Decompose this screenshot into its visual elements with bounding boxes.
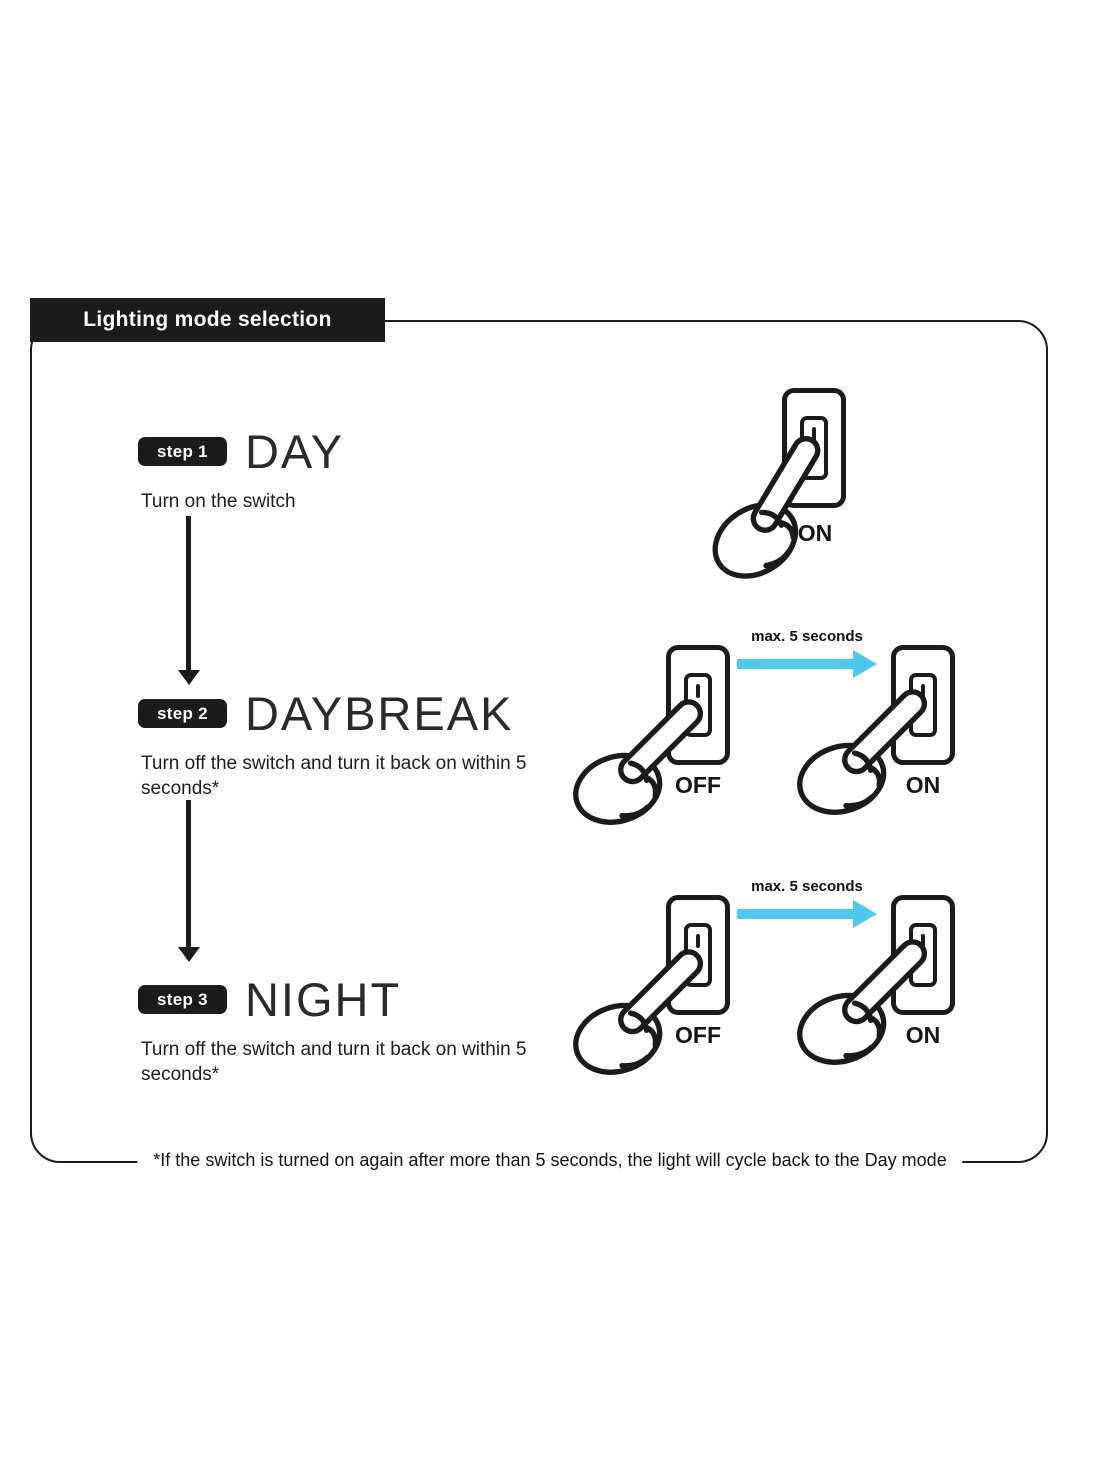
rocker-mark	[921, 934, 925, 948]
step-3-description: Turn off the switch and turn it back on …	[141, 1039, 527, 1086]
max-seconds-label: max. 5 seconds	[751, 628, 863, 645]
step-2-description: Turn off the switch and turn it back on …	[141, 753, 527, 800]
pointing-hand-icon	[562, 686, 712, 836]
section-title: Lighting mode selection	[30, 298, 385, 342]
off-label: OFF	[675, 772, 721, 798]
step-1-description: Turn on the switch	[141, 491, 296, 512]
step-3-title: NIGHT	[244, 973, 402, 1026]
rocker-mark	[696, 684, 700, 698]
step-1-badge: step 1	[138, 437, 227, 466]
rocker-mark	[812, 427, 816, 441]
step-3: step 3 NIGHT Turn off the switch and tur…	[138, 976, 531, 1087]
step-3-header: step 3 NIGHT	[138, 976, 531, 1023]
arrow-down-icon	[186, 800, 191, 948]
step-1-header: step 1 DAY	[138, 428, 531, 475]
pointing-hand-icon	[786, 676, 936, 826]
footnote: *If the switch is turned on again after …	[137, 1150, 963, 1171]
step-2-badge: step 2	[138, 699, 227, 728]
off-label: OFF	[675, 1022, 721, 1048]
step-2: step 2 DAYBREAK Turn off the switch and …	[138, 690, 531, 801]
on-label: ON	[905, 1022, 941, 1048]
step-3-badge: step 3	[138, 985, 227, 1014]
rocker-mark	[921, 684, 925, 698]
step-1: step 1 DAY Turn on the switch	[138, 428, 531, 514]
max-seconds-label: max. 5 seconds	[751, 878, 863, 895]
pointing-hand-icon	[562, 936, 712, 1086]
pointing-hand-icon	[786, 926, 936, 1076]
on-label: ON	[905, 772, 941, 798]
rocker-mark	[696, 934, 700, 948]
step-2-header: step 2 DAYBREAK	[138, 690, 531, 737]
step-2-title: DAYBREAK	[244, 687, 514, 740]
step-1-title: DAY	[244, 425, 345, 478]
on-label: ON	[797, 520, 833, 546]
arrow-down-icon	[186, 516, 191, 671]
